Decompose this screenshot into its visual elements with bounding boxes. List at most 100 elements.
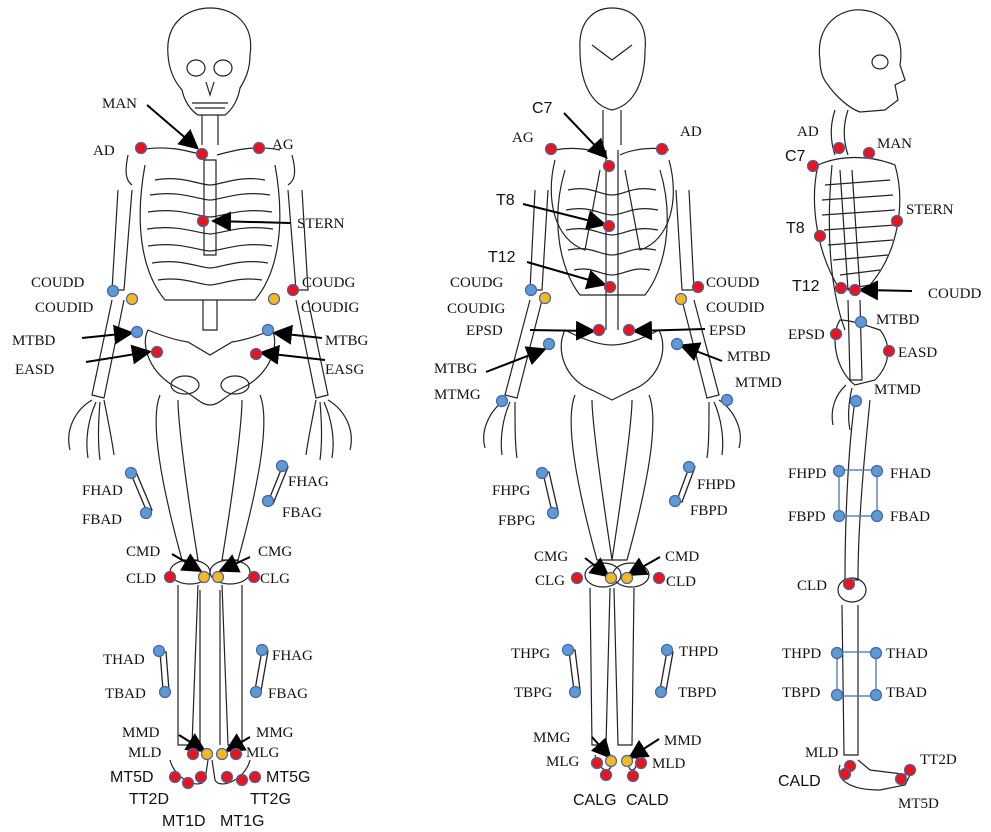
marker-back-coudig bbox=[540, 293, 551, 304]
marker-front-mmg bbox=[217, 749, 228, 760]
marker-front-coudid bbox=[127, 294, 138, 305]
label-front-tt2g: TT2G bbox=[250, 791, 291, 808]
label-front-mld: MLD bbox=[128, 745, 162, 761]
marker-back-mlg bbox=[592, 758, 603, 769]
label-side-tbpd: TBPD bbox=[782, 685, 821, 701]
marker-back-coudg bbox=[526, 285, 537, 296]
label-side-cld: CLD bbox=[797, 578, 827, 594]
label-side-mld: MLD bbox=[805, 745, 839, 761]
label-back-fbpd: FBPD bbox=[690, 503, 728, 519]
label-side-mtbd: MTBD bbox=[876, 312, 920, 328]
label-front-cld: CLD bbox=[126, 571, 156, 587]
label-front-fhad: FHAD bbox=[82, 483, 123, 499]
marker-front-cmg bbox=[213, 572, 224, 583]
marker-front-fhad bbox=[126, 468, 137, 479]
label-side-thpd: THPD bbox=[782, 646, 821, 662]
label-front-fbag-shank: FBAG bbox=[268, 686, 308, 702]
label-back-coudid: COUDID bbox=[706, 300, 764, 316]
label-side-tt2d: TT2D bbox=[920, 752, 957, 768]
marker-side-fbpd bbox=[834, 511, 845, 522]
label-front-coudd: COUDD bbox=[31, 275, 85, 291]
marker-side-tbpd bbox=[832, 690, 843, 701]
marker-back-tbpg bbox=[570, 687, 581, 698]
marker-front-coudig bbox=[269, 294, 280, 305]
marker-front-mt5d bbox=[170, 772, 181, 783]
marker-side-tt2d bbox=[905, 765, 916, 776]
marker-back-cld bbox=[654, 573, 665, 584]
label-front-fbag: FBAG bbox=[282, 505, 322, 521]
marker-side-coudd bbox=[850, 285, 861, 296]
marker-front-clg bbox=[249, 572, 260, 583]
label-back-fhpd: FHPD bbox=[697, 477, 736, 493]
label-side-easd: EASD bbox=[898, 345, 937, 361]
marker-back-cmg bbox=[606, 573, 617, 584]
marker-back-t12 bbox=[605, 282, 616, 293]
marker-side-mt5d bbox=[896, 774, 907, 785]
label-side-epsd: EPSD bbox=[788, 327, 825, 343]
label-front-cmd: CMD bbox=[126, 544, 160, 560]
marker-front-mmd bbox=[202, 749, 213, 760]
label-back-t12: T12 bbox=[488, 249, 516, 266]
marker-side-man bbox=[864, 148, 875, 159]
marker-front-fhag bbox=[277, 461, 288, 472]
marker-back-mmg bbox=[606, 756, 617, 767]
marker-front-stern bbox=[198, 216, 209, 227]
label-front-mtbd: MTBD bbox=[12, 333, 56, 349]
marker-side-tbad bbox=[871, 690, 882, 701]
marker-back-thpg bbox=[563, 645, 574, 656]
marker-side-cld bbox=[844, 579, 855, 590]
label-back-t8: T8 bbox=[496, 192, 515, 209]
marker-front-tbad bbox=[160, 687, 171, 698]
label-front-mmg: MMG bbox=[256, 725, 294, 741]
marker-back-mmd bbox=[622, 756, 633, 767]
label-side-coudd: COUDD bbox=[928, 286, 982, 302]
marker-front-fbag-shank bbox=[251, 687, 262, 698]
marker-front-mlg bbox=[231, 749, 242, 760]
label-back-calg: CALG bbox=[573, 792, 617, 809]
label-back-thpd: THPD bbox=[679, 644, 718, 660]
marker-side-t12 bbox=[836, 283, 847, 294]
label-front-tt2d: TT2D bbox=[129, 791, 169, 808]
label-front-mt5d: MT5D bbox=[110, 769, 154, 786]
marker-back-ag bbox=[546, 144, 557, 155]
marker-front-fbag bbox=[263, 496, 274, 507]
marker-front-ad bbox=[136, 143, 147, 154]
marker-side-fhad bbox=[872, 466, 883, 477]
marker-back-t8 bbox=[604, 221, 615, 232]
label-front-clg: CLG bbox=[260, 571, 290, 587]
label-side-cald: CALD bbox=[778, 773, 821, 790]
label-front-stern: STERN bbox=[297, 216, 345, 232]
label-back-mtmg: MTMG bbox=[434, 387, 481, 403]
label-back-coudg: COUDG bbox=[450, 275, 504, 291]
marker-back-fbpd bbox=[670, 496, 681, 507]
label-back-mtbg: MTBG bbox=[434, 361, 478, 377]
marker-side-mtmd bbox=[851, 396, 862, 407]
label-back-mld: MLD bbox=[652, 756, 686, 772]
label-side-c7: C7 bbox=[785, 148, 806, 165]
marker-back-mtmd bbox=[722, 395, 733, 406]
marker-back-mtmg bbox=[497, 396, 508, 407]
label-side-thad: THAD bbox=[886, 646, 928, 662]
label-front-mmd: MMD bbox=[122, 725, 160, 741]
label-back-mmg: MMG bbox=[533, 730, 571, 746]
label-front-ag: AG bbox=[272, 137, 294, 153]
label-back-mlg: MLG bbox=[546, 754, 580, 770]
marker-side-thpd bbox=[832, 648, 843, 659]
marker-front-coudg bbox=[288, 285, 299, 296]
label-front-easd: EASD bbox=[15, 362, 54, 378]
label-back-cald: CALD bbox=[626, 792, 669, 809]
marker-back-coudd bbox=[693, 282, 704, 293]
marker-front-mt1d bbox=[196, 772, 207, 783]
label-front-coudg: COUDG bbox=[302, 275, 356, 291]
label-side-t8: T8 bbox=[786, 220, 805, 237]
label-front-cmg: CMG bbox=[258, 544, 292, 560]
label-back-epsd-right: EPSD bbox=[709, 323, 746, 339]
label-front-tbad: TBAD bbox=[105, 686, 146, 702]
label-side-fhad: FHAD bbox=[890, 466, 931, 482]
label-back-cld: CLD bbox=[666, 574, 696, 590]
label-front-mt1g: MT1G bbox=[220, 813, 264, 830]
label-side-fbpd: FBPD bbox=[788, 509, 826, 525]
label-back-fhpg: FHPG bbox=[492, 483, 531, 499]
marker-side-mtbd bbox=[856, 317, 867, 328]
